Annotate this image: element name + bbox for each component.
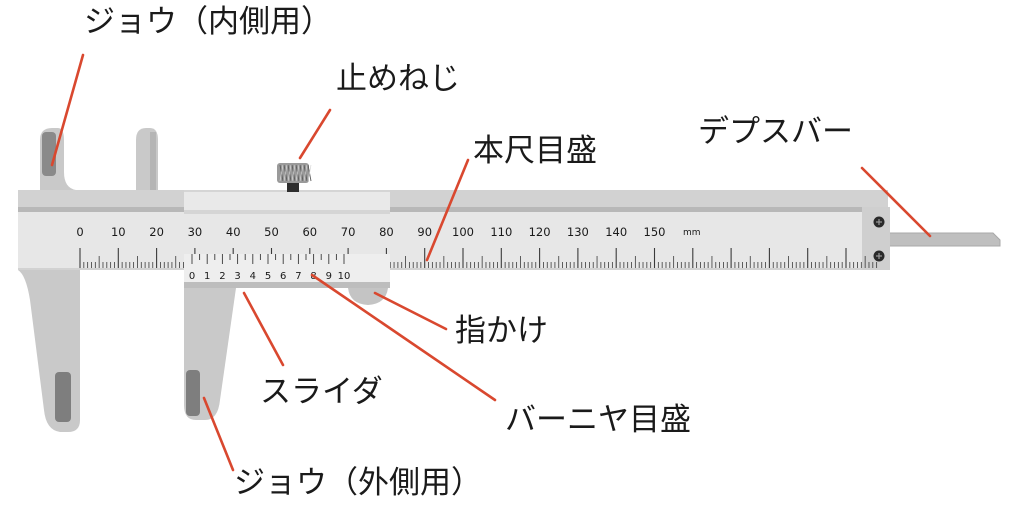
leader-lines: [50, 53, 932, 472]
slider-bottom-rail: [184, 282, 390, 288]
main-scale-number: 90: [417, 225, 432, 239]
main-scale-number: 20: [149, 225, 164, 239]
vernier-number: 0: [189, 271, 195, 282]
vernier-number: 1: [204, 271, 210, 282]
leader-slider: [242, 291, 285, 367]
main-scale-unit: mm: [683, 228, 701, 238]
label-jaw-outer: ジョウ（外側用）: [234, 465, 482, 501]
main-scale-number: 120: [529, 225, 551, 239]
main-scale-number: 10: [111, 225, 126, 239]
label-main-scale: 本尺目盛: [473, 133, 597, 169]
main-scale-number: 0: [76, 225, 83, 239]
leader-jaw-outer: [202, 396, 235, 472]
fixed-lower-jaw-tip: [55, 372, 71, 422]
main-scale-number: 80: [379, 225, 394, 239]
label-finger-grip: 指かけ: [455, 313, 548, 349]
label-vernier-scale: バーニヤ目盛: [505, 402, 691, 438]
main-beam-top-edge: [18, 207, 888, 212]
main-scale-ticks: [79, 248, 878, 268]
vernier-number: 5: [265, 271, 271, 282]
vernier-number: 10: [338, 271, 351, 282]
vernier-number: 3: [234, 271, 240, 282]
main-scale-number: 110: [490, 225, 512, 239]
main-scale-number: 100: [452, 225, 474, 239]
vernier-number: 4: [250, 271, 256, 282]
slider-upper-jaw-inner: [150, 132, 156, 190]
main-scale-number: 140: [605, 225, 627, 239]
vernier-number: 9: [326, 271, 332, 282]
main-scale-number: 60: [302, 225, 317, 239]
lock-screw-stem: [287, 182, 299, 192]
vernier-number: 6: [280, 271, 286, 282]
main-scale-number: 50: [264, 225, 279, 239]
depth-bar: [885, 232, 1001, 247]
main-scale-number: 70: [341, 225, 356, 239]
screw-icon: [873, 250, 885, 262]
knurled-knob-icon: [277, 163, 312, 183]
vernier-plate: [184, 254, 390, 284]
label-depth-bar: デプスバー: [698, 114, 853, 150]
main-beam-face: [18, 210, 888, 268]
finger-grip: [348, 288, 388, 305]
main-scale-number: 130: [567, 225, 589, 239]
main-scale-numbers: 0 10 20 30 40 50 60 70 80 90 100 110 120 130 140 150: [76, 225, 665, 239]
vernier-scale-ticks: [191, 254, 345, 264]
vernier-number: 7: [295, 271, 301, 282]
leader-vernier: [310, 273, 497, 402]
main-scale-number: 40: [226, 225, 241, 239]
leader-finger-grip: [373, 291, 448, 331]
leader-depth-bar: [860, 166, 932, 238]
main-scale-number: 150: [644, 225, 666, 239]
slider-upper-frame-shade: [184, 192, 390, 210]
label-slider: スライダ: [260, 374, 383, 410]
label-jaw-inner: ジョウ（内側用）: [84, 4, 332, 40]
slider-lower-jaw-tip: [186, 370, 200, 416]
label-lock-screw: 止めねじ: [336, 61, 460, 97]
vernier-scale-numbers: 012345678910: [189, 271, 351, 282]
leader-main-scale: [425, 158, 470, 262]
leader-jaw-inner: [50, 53, 85, 167]
main-scale-number: 30: [188, 225, 203, 239]
screw-icon: [873, 216, 885, 228]
leader-lock-screw: [298, 108, 332, 160]
vernier-number: 2: [219, 271, 225, 282]
